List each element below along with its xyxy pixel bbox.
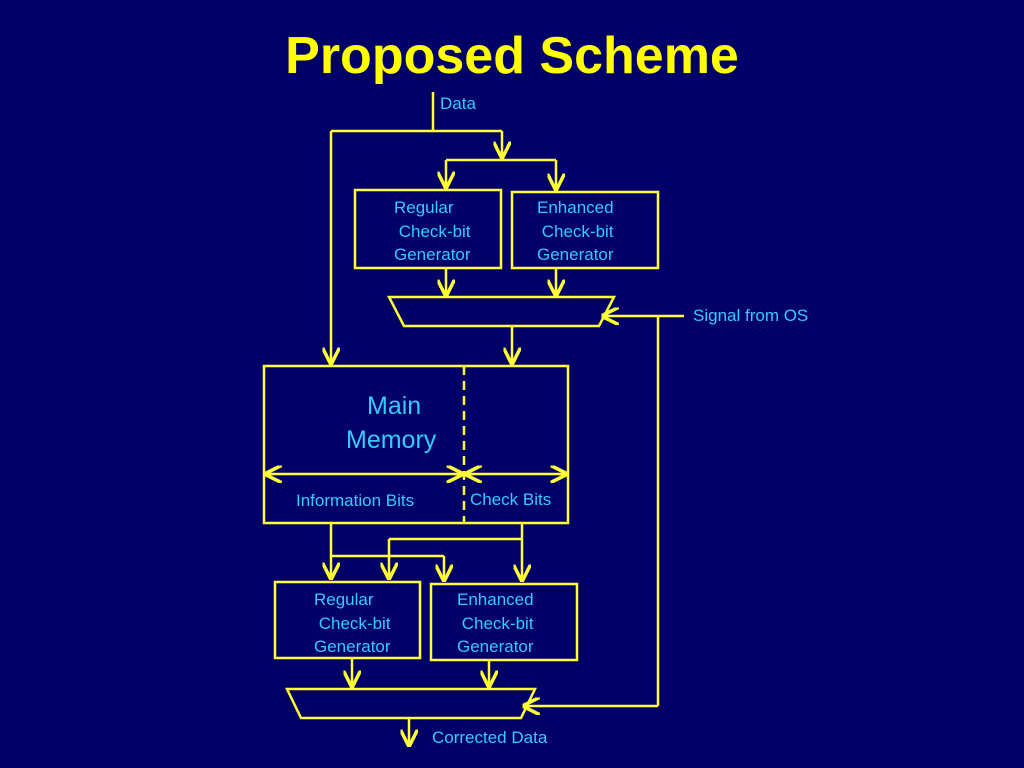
top-regular-generator-label: Regular Check-bit Generator	[394, 196, 471, 267]
top-regular-line2: Check-bit	[394, 221, 471, 241]
bottom-enhanced-line2: Check-bit	[457, 613, 534, 633]
bottom-regular-line2: Check-bit	[314, 613, 391, 633]
bottom-enhanced-line3: Generator	[457, 637, 534, 656]
signal-from-os-label: Signal from OS	[693, 306, 809, 325]
bottom-regular-line1: Regular	[314, 590, 374, 609]
top-enhanced-line3: Generator	[537, 245, 614, 264]
bottom-regular-generator-box	[273, 580, 422, 660]
top-enhanced-line2: Check-bit	[537, 221, 614, 241]
top-regular-generator-box	[353, 188, 503, 270]
top-multiplexer	[386, 295, 617, 328]
main-memory-label-line2: Memory	[346, 426, 437, 454]
top-regular-line3: Generator	[394, 245, 471, 264]
bottom-enhanced-generator-box	[429, 582, 579, 662]
top-enhanced-generator-box	[510, 190, 660, 270]
check-bits-label: Check Bits	[470, 490, 552, 509]
bottom-enhanced-line1: Enhanced	[457, 590, 534, 609]
bottom-multiplexer	[285, 687, 537, 720]
main-memory-label-line1: Main	[367, 392, 422, 420]
page-title: Proposed Scheme	[285, 27, 739, 85]
bottom-enhanced-generator-label: Enhanced Check-bit Generator	[457, 588, 534, 659]
bottom-regular-line3: Generator	[314, 637, 391, 656]
top-enhanced-generator-label: Enhanced Check-bit Generator	[537, 196, 614, 267]
corrected-data-label: Corrected Data	[432, 728, 548, 747]
main-memory-box	[262, 364, 570, 525]
top-regular-line1: Regular	[394, 198, 454, 217]
bottom-regular-generator-label: Regular Check-bit Generator	[314, 588, 391, 659]
top-enhanced-line1: Enhanced	[537, 198, 614, 217]
information-bits-label: Information Bits	[296, 491, 415, 510]
data-input-label: Data	[440, 94, 476, 113]
